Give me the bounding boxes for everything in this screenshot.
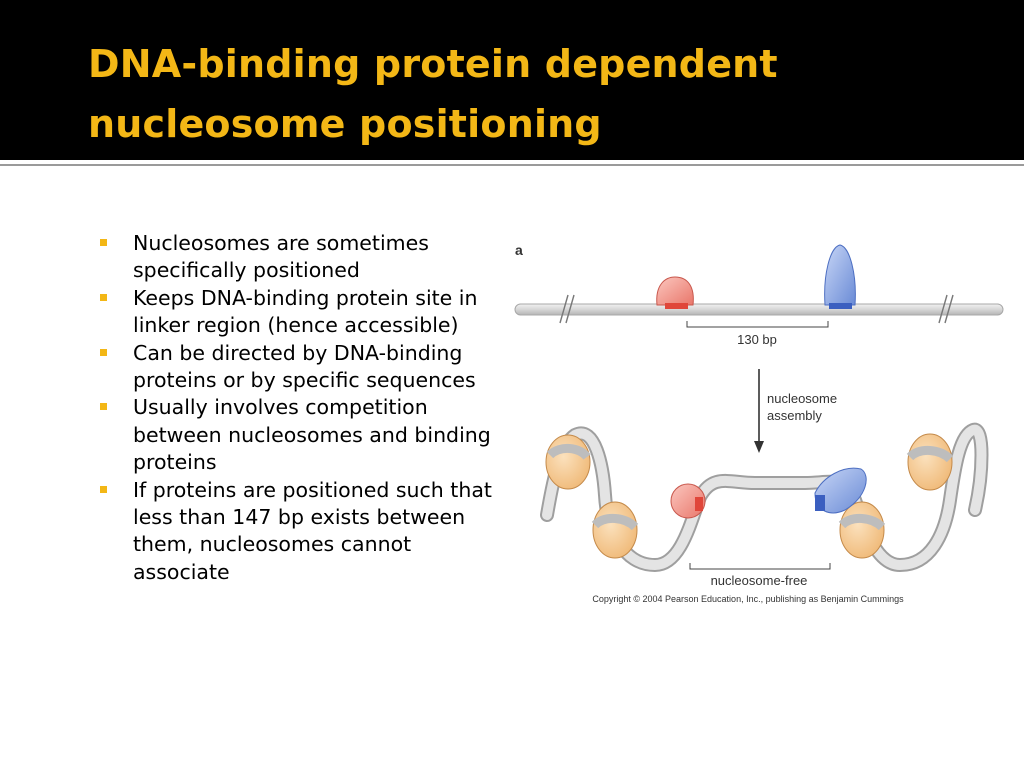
nucleosome-free-label: nucleosome-free: [711, 573, 808, 588]
blue-binding-protein-icon: [814, 467, 867, 514]
bullet-item: Can be directed by DNA-binding proteins …: [98, 340, 498, 395]
bullet-marker-icon: [100, 293, 107, 301]
bullet-text: Usually involves competition between nuc…: [133, 395, 491, 475]
slide-title-line-1: DNA-binding protein dependent: [88, 42, 778, 86]
dna-break-right-icon: [938, 294, 954, 324]
bullet-marker-icon: [100, 348, 107, 356]
panel-label: a: [515, 242, 523, 258]
copyright-text: Copyright © 2004 Pearson Education, Inc.…: [592, 594, 904, 604]
bullet-marker-icon: [100, 485, 107, 493]
nucleosome-icon: [838, 501, 886, 559]
spacing-label: 130 bp: [737, 332, 777, 347]
bullet-text: Can be directed by DNA-binding proteins …: [133, 340, 476, 393]
bullet-marker-icon: [100, 403, 107, 411]
blue-binding-protein-icon: [824, 244, 856, 309]
bullet-marker-icon: [100, 239, 107, 246]
red-binding-protein-icon: [656, 276, 694, 309]
linear-dna: [514, 294, 1004, 324]
bullet-item: Nucleosomes are sometimes specifically p…: [98, 230, 498, 285]
arrow-label-line-1: nucleosome: [767, 391, 837, 406]
bullet-text: Nucleosomes are sometimes specifically p…: [133, 231, 429, 283]
bullet-list: Nucleosomes are sometimes specifically p…: [98, 230, 498, 586]
nucleosome-icon: [545, 434, 591, 490]
slide-title-line-2: nucleosome positioning: [88, 102, 602, 146]
chromatin-fiber: [540, 422, 989, 573]
title-divider: [0, 160, 1024, 164]
slide-title: DNA-binding protein dependent nucleosome…: [88, 34, 988, 154]
title-divider-shadow: [0, 164, 1024, 166]
nucleosome-icon: [906, 433, 954, 491]
title-band: [0, 0, 1024, 160]
nucleosome-icon: [591, 501, 639, 559]
bullet-item: Keeps DNA-binding protein site in linker…: [98, 285, 498, 340]
down-arrow-icon: [754, 369, 764, 453]
bullet-item: If proteins are positioned such that les…: [98, 477, 498, 587]
arrow-label-line-2: assembly: [767, 408, 822, 423]
bullet-text: If proteins are positioned such that les…: [133, 477, 492, 584]
nucleosome-positioning-figure: a: [505, 225, 1015, 615]
nucleosome-free-bracket: [689, 563, 831, 570]
dna-break-left-icon: [559, 294, 575, 324]
red-binding-protein-icon: [670, 483, 706, 519]
bullet-text: Keeps DNA-binding protein site in linker…: [133, 285, 478, 338]
spacing-bracket: [686, 321, 829, 328]
bullet-item: Usually involves competition between nuc…: [98, 394, 498, 476]
